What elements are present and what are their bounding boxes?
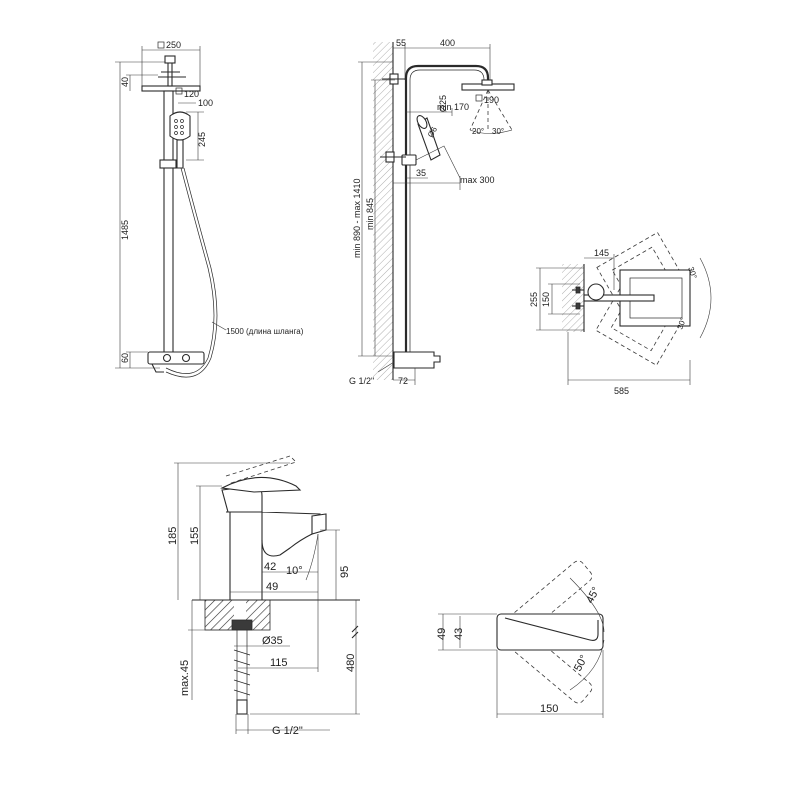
shower-top-view: 145 255 150 30° 30° [529, 231, 712, 396]
dim-max-thickness: max.45 [179, 660, 191, 696]
dim-handshower-length: 245 [197, 132, 207, 147]
dim-total-height: 1485 [120, 220, 130, 240]
dim-faucet-total-height: 185 [167, 527, 179, 545]
dim-projection: 115 [270, 657, 288, 669]
dim-height-range: min 890 - max 1410 [352, 178, 362, 258]
dim-mount-plate: 120 [184, 89, 199, 99]
dim-thread: G 1/2" [349, 376, 374, 386]
dim-spout-height: 155 [189, 527, 201, 545]
faucet-top-view: 45° 50° 49 43 150 [436, 560, 605, 718]
tilt-angle-left: 20° [472, 127, 484, 136]
shower-front-view: 1485 250 40 120 100 245 [115, 40, 304, 378]
dim-pipe-diameter: Ø25 [438, 95, 448, 112]
rotate-angle-bottom: 30° [675, 316, 688, 330]
dim-base-depth: 72 [398, 376, 408, 386]
rotate-angle-top: 30° [686, 266, 699, 280]
shower-side-view: 55 400 20° 30° Ø25 190 min 170 Ø6 35 [349, 38, 515, 386]
dim-faucet-length: 150 [540, 703, 558, 715]
hose-length-note: 1500 (длина шланга) [226, 327, 304, 336]
rotate-angle-top-faucet: 45° [584, 585, 602, 605]
dim-mount-height: 255 [529, 292, 539, 307]
dim-shelf-height: 60 [120, 353, 130, 363]
dim-min-reach: min 170 [437, 102, 469, 112]
dim-arm-length: 400 [440, 38, 455, 48]
dim-head-width: 250 [166, 40, 181, 50]
angle-spout: 10° [286, 565, 303, 577]
dim-min-height: min 845 [365, 198, 375, 230]
dim-hole-diameter: Ø35 [262, 635, 283, 647]
dim-faucet-thread: G 1/2" [272, 725, 303, 737]
handshower-holes [174, 119, 184, 135]
dim-spout-reach: 49 [266, 581, 278, 593]
dim-max-reach: max 300 [460, 175, 495, 185]
dim-handshower-offset: 100 [198, 98, 213, 108]
tilt-angle-right: 30° [492, 127, 504, 136]
faucet-side-view: 185 155 95 42 49 10° Ø35 115 480 max.45 [167, 455, 360, 737]
dim-outlet-height: 95 [339, 566, 351, 578]
dim-spout-reach-inner: 42 [264, 561, 276, 573]
dim-outer-height: 49 [436, 628, 448, 640]
dim-head-square: 190 [484, 95, 499, 105]
dim-head-thickness: 40 [120, 77, 130, 87]
dim-handle-depth: 35 [416, 168, 426, 178]
dim-top-depth: 145 [594, 248, 609, 258]
dim-top-width: 585 [614, 386, 629, 396]
dim-mount-spacing: 150 [541, 292, 551, 307]
dim-hose-length: 480 [345, 654, 357, 672]
dim-inner-height: 43 [453, 628, 465, 640]
dim-wall-offset: 55 [396, 38, 406, 48]
